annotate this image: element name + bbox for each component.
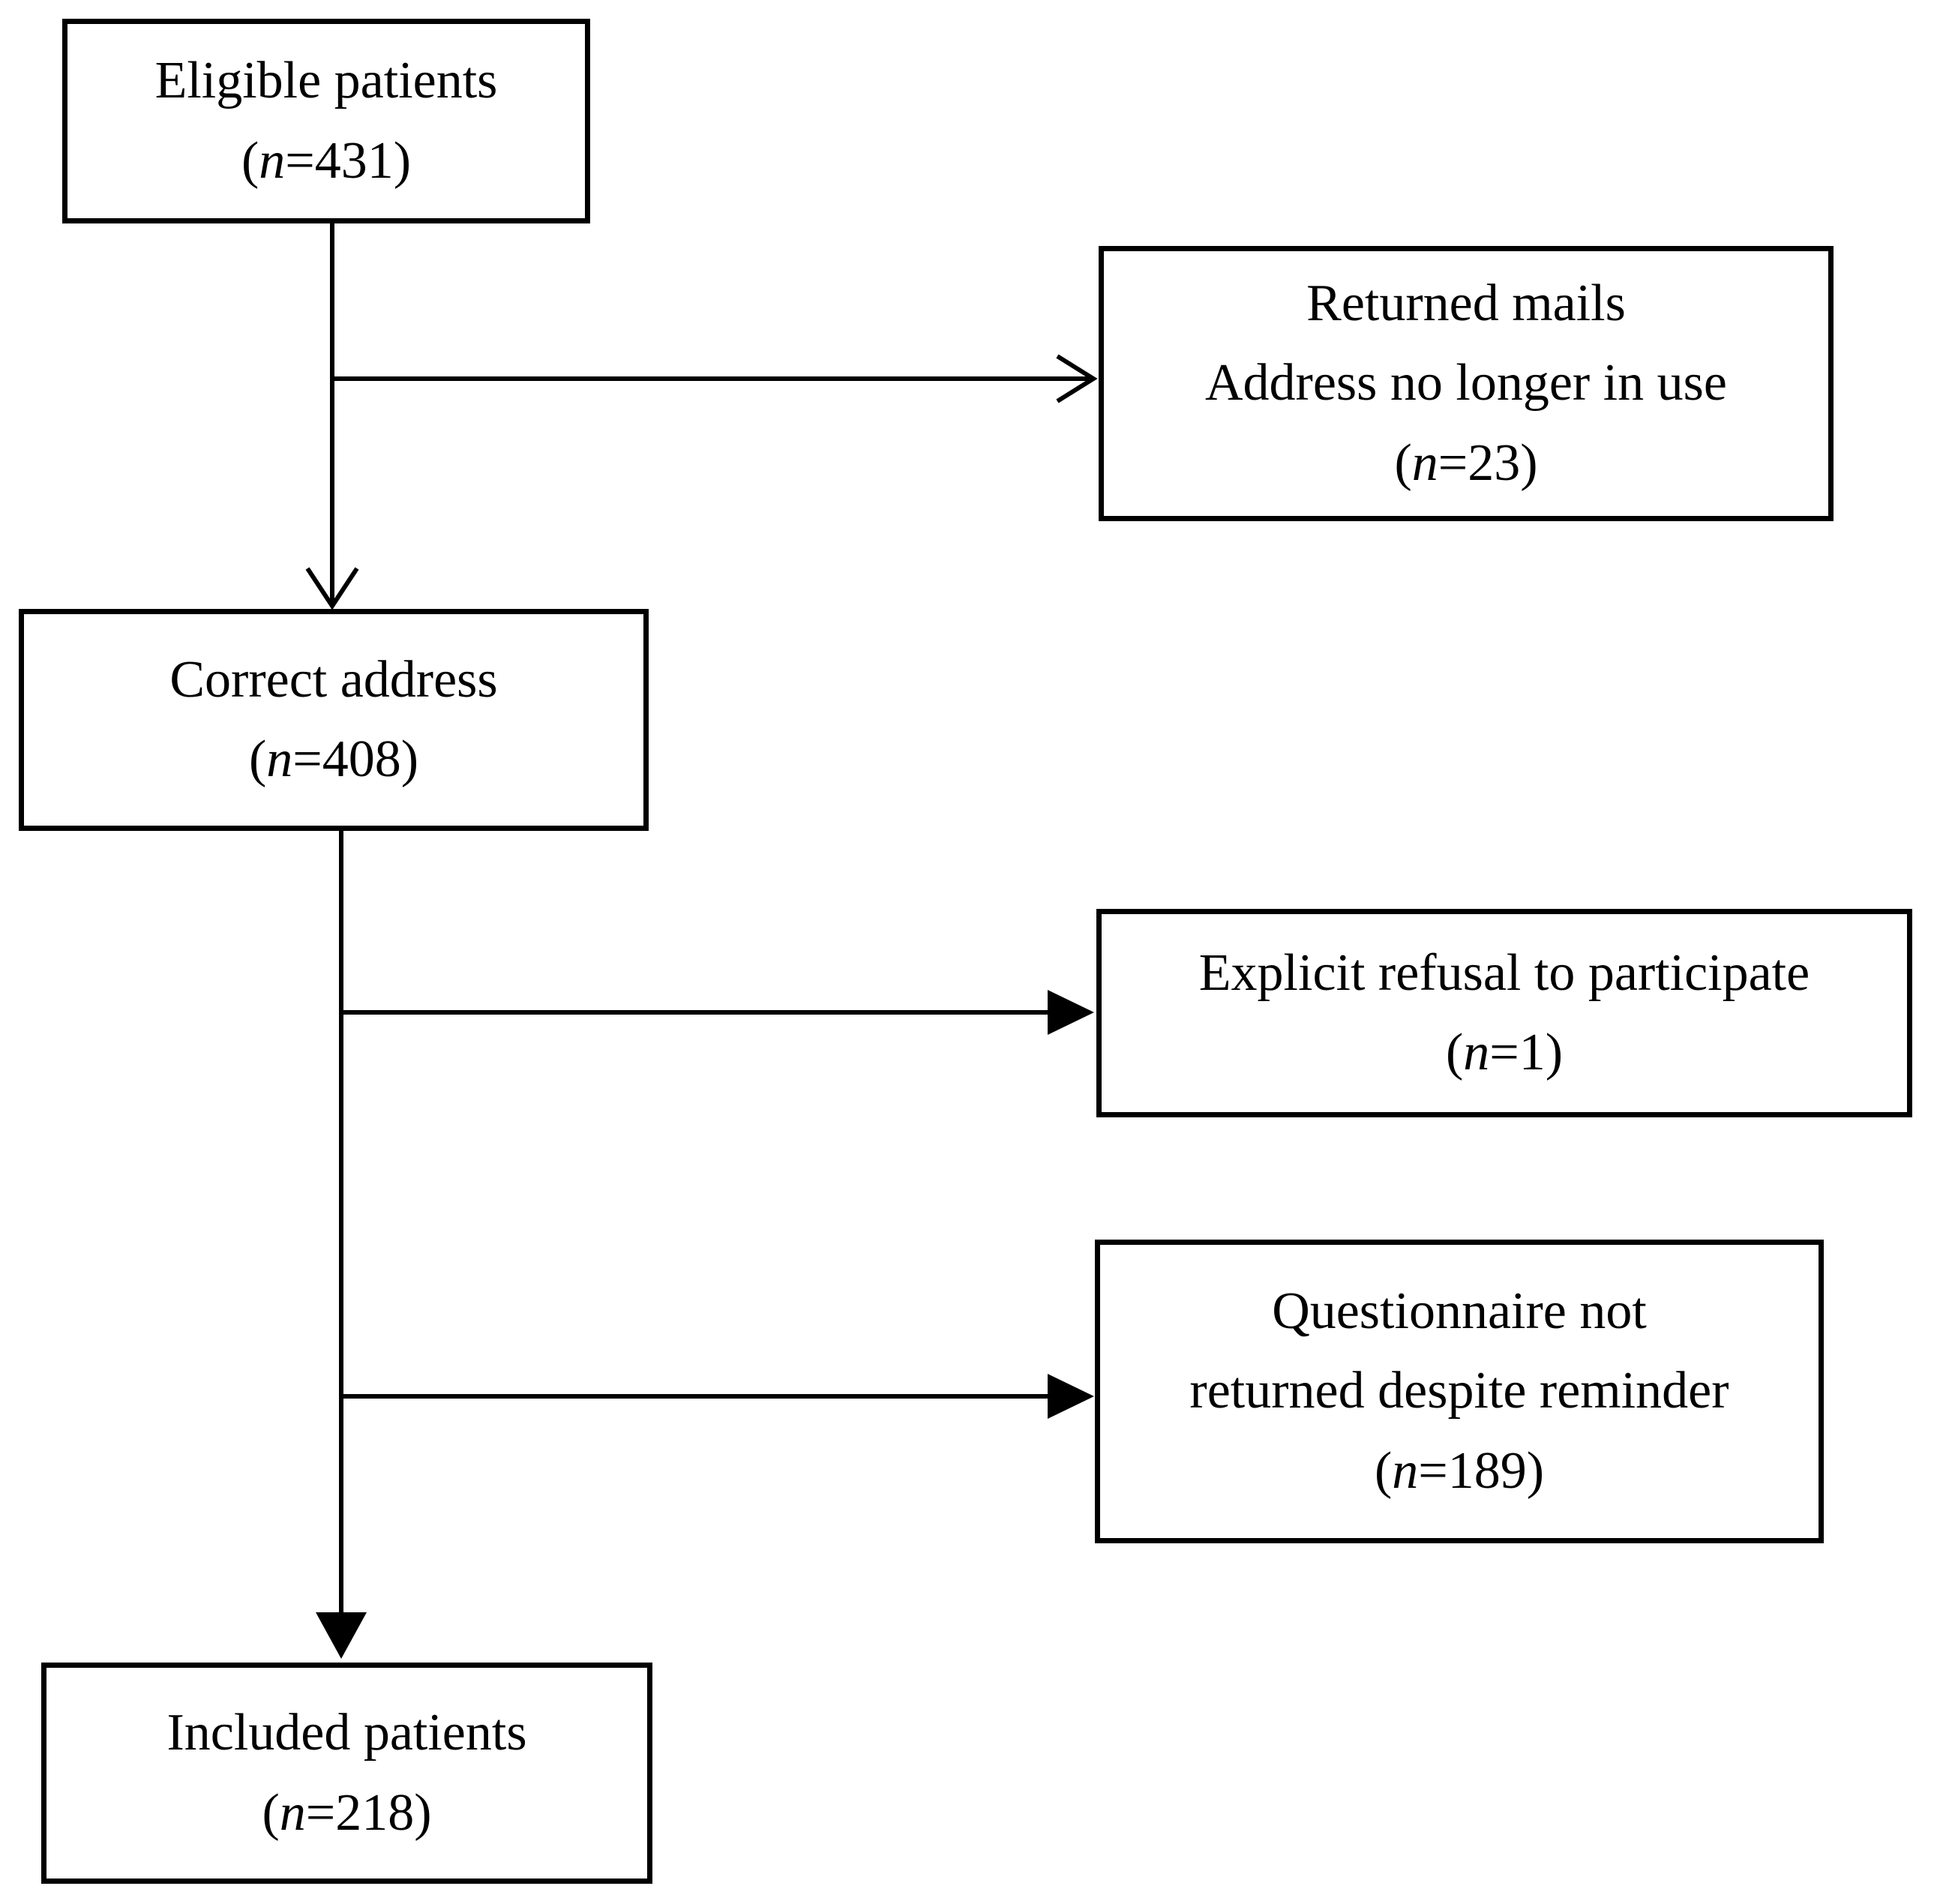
arrowhead-included-patients-icon — [316, 1612, 367, 1659]
node-label: Correct address — [169, 650, 498, 709]
node-label: Returned mails — [1306, 274, 1626, 332]
node-eligible-patients: Eligible patients (n=431) — [62, 19, 590, 223]
node-count: (n=1) — [1445, 1024, 1564, 1081]
node-included-patients: Included patients (n=218) — [41, 1663, 652, 1884]
node-explicit-refusal: Explicit refusal to participate (n=1) — [1096, 909, 1912, 1117]
node-count: (n=218) — [262, 1783, 432, 1842]
node-count: (n=431) — [241, 131, 412, 190]
node-label: Explicit refusal to participate — [1198, 943, 1810, 1002]
arrowhead-questionnaire-icon — [1048, 1374, 1094, 1419]
node-count: (n=408) — [248, 730, 419, 788]
node-returned-mails: Returned mails Address no longer in use … — [1099, 246, 1834, 521]
node-count: (n=189) — [1374, 1441, 1545, 1500]
arrowhead-returned-mails-icon — [1056, 354, 1098, 403]
node-count: (n=23) — [1394, 433, 1538, 492]
node-correct-address: Correct address (n=408) — [19, 609, 649, 831]
node-label: Address no longer in use — [1204, 354, 1727, 412]
node-label: Included patients — [166, 1704, 527, 1762]
node-label: Questionnaire not — [1272, 1282, 1647, 1340]
arrowhead-correct-address-icon — [305, 567, 359, 610]
node-label: returned despite reminder — [1189, 1362, 1729, 1420]
node-questionnaire-not-returned: Questionnaire not returned despite remin… — [1095, 1240, 1824, 1543]
node-label: Eligible patients — [154, 52, 498, 110]
arrowhead-refusal-icon — [1048, 990, 1094, 1035]
